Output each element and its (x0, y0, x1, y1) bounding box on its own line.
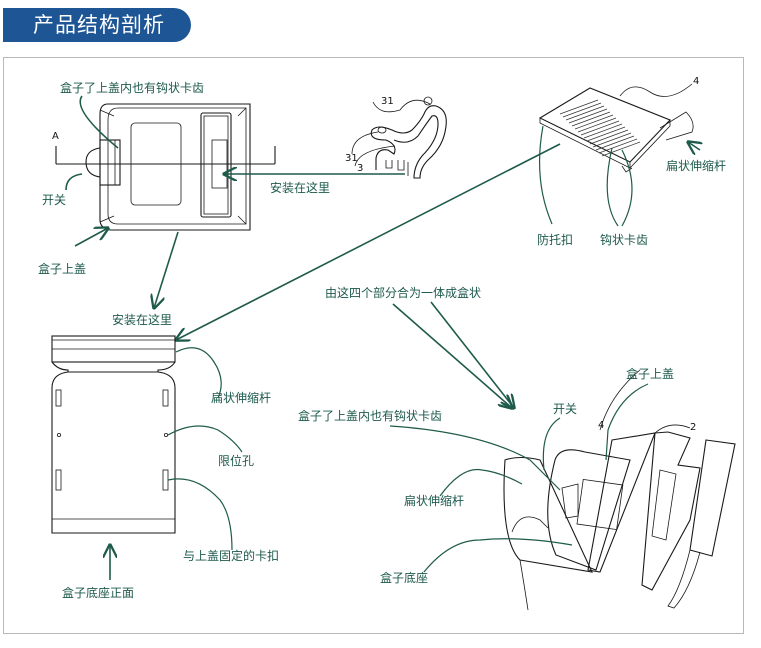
part-number-31a: 31 (381, 96, 394, 107)
base-front-view (51, 335, 176, 534)
label-anti-slip: 防托扣 (537, 232, 573, 247)
arrow-rod-to-base (176, 143, 561, 340)
diagram-frame (3, 57, 744, 634)
leader-limit-hole (167, 425, 243, 453)
label-install-clip: 安装在这里 (270, 180, 330, 195)
leader-anti-slip (538, 125, 553, 225)
part-number-31b: 31 (345, 153, 358, 164)
leader-buckle (167, 478, 233, 551)
lid-top-view: A (52, 103, 276, 231)
label-rod-top: 扁状伸缩杆 (666, 158, 726, 173)
rod-perspective-view: 4 (538, 76, 699, 173)
leader-hook-teeth (606, 147, 633, 227)
leader-assembly-switch (542, 417, 561, 471)
label-inner-teeth: 盒子了上盖内也有钩状卡齿 (60, 80, 204, 95)
label-assembly-base: 盒子底座 (380, 570, 428, 585)
leader-switch (65, 173, 83, 191)
assembly-part-number-2: 2 (690, 422, 696, 433)
leader-rod-base (175, 347, 222, 399)
label-limit-hole: 限位孔 (218, 453, 254, 468)
section-title-banner (3, 8, 191, 42)
label-assembly-rod: 扁状伸缩杆 (404, 493, 464, 508)
label-lid: 盒子上盖 (38, 261, 86, 276)
label-base-front: 盒子底座正面 (62, 585, 134, 600)
leader-assembly-inner-teeth (389, 425, 561, 491)
part-number-3: 3 (357, 163, 363, 174)
part-number-4: 4 (693, 76, 699, 87)
arrow-lid (74, 228, 108, 247)
section-title: 产品结构剖析 (33, 13, 165, 37)
arrow-rod (688, 142, 700, 150)
assembly-part-number-4: 4 (598, 420, 604, 431)
label-assembly-switch: 开关 (553, 402, 577, 416)
label-install-base: 安装在这里 (112, 312, 172, 327)
label-assembly-lid: 盒子上盖 (626, 366, 674, 381)
clip-profile: 31 31 3 (345, 96, 447, 179)
arrow-combined-2 (430, 301, 514, 408)
label-assembly-inner-teeth: 盒子了上盖内也有钩状卡齿 (298, 408, 442, 423)
arrow-lid-to-base (154, 231, 179, 308)
arrow-combined-1 (392, 303, 512, 408)
label-hook-teeth: 钩状卡齿 (600, 233, 648, 247)
label-buckle: 与上盖固定的卡扣 (183, 548, 279, 563)
leader-assembly-rod (439, 468, 523, 497)
label-combined: 由这四个部分合为一体成盒状 (325, 285, 481, 300)
leader-assembly-lid (605, 383, 649, 461)
assembled-box-view: 4 2 (503, 369, 736, 611)
leader-assembly-base (423, 538, 573, 573)
label-switch: 开关 (42, 193, 66, 207)
leader-inner-teeth (79, 95, 119, 149)
label-rod-base: 扁状伸缩杆 (211, 390, 271, 405)
section-mark: A (52, 131, 59, 142)
